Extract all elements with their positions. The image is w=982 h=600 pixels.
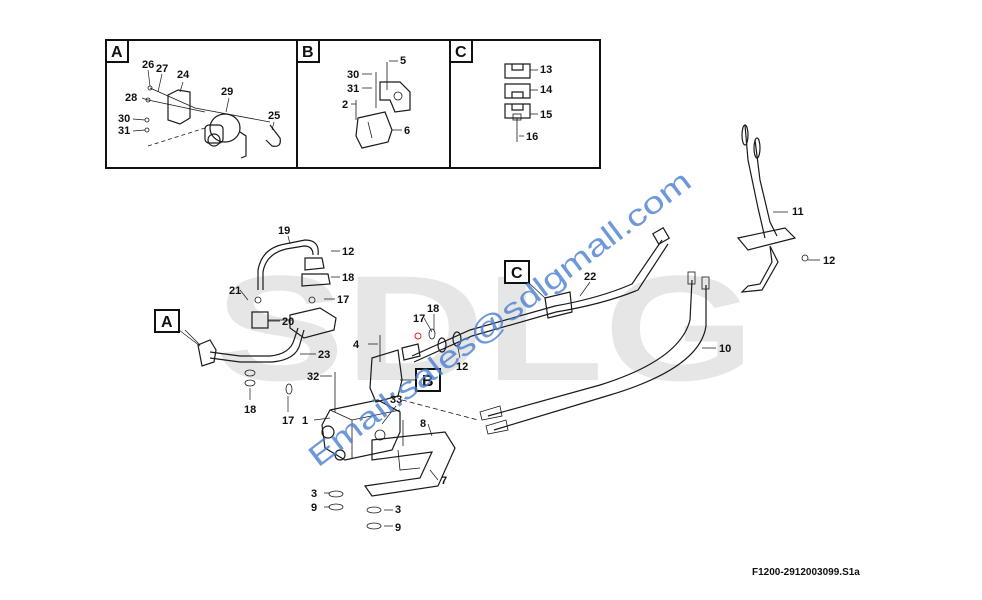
label-30b: 30 <box>347 69 359 81</box>
label-14: 14 <box>540 84 553 96</box>
label-30: 30 <box>118 113 130 125</box>
label-5: 5 <box>400 55 406 67</box>
main-assembly <box>184 124 809 530</box>
label-21: 21 <box>229 285 241 297</box>
svg-text:B: B <box>422 373 434 390</box>
detail-box-c-letter: C <box>455 44 467 61</box>
callout-c: C <box>504 260 530 284</box>
label-17b: 17 <box>282 415 294 427</box>
label-23: 23 <box>318 349 330 361</box>
label-12c: 12 <box>823 255 835 267</box>
label-11: 11 <box>792 206 804 218</box>
label-27: 27 <box>156 63 168 75</box>
leader-lines <box>178 211 820 527</box>
label-10: 10 <box>719 343 731 355</box>
detail-box-a-letter: A <box>111 44 123 61</box>
detail-box-b-letter: B <box>302 44 314 61</box>
label-15: 15 <box>540 109 552 121</box>
label-31: 31 <box>118 125 130 137</box>
label-29: 29 <box>221 86 233 98</box>
label-12a: 12 <box>342 246 354 258</box>
label-17a: 17 <box>337 294 349 306</box>
detail-box-c: C 13 14 15 16 <box>449 39 553 143</box>
figure-code: F1200-2912003099.S1a <box>752 567 860 578</box>
label-18c: 18 <box>427 303 439 315</box>
label-18b: 18 <box>244 404 256 416</box>
label-18a: 18 <box>342 272 354 284</box>
label-2: 2 <box>342 99 348 111</box>
label-33: 33 <box>390 394 402 406</box>
detail-box-b: B 5 30 31 2 6 <box>296 39 411 149</box>
svg-text:A: A <box>161 314 173 331</box>
highlight-marker <box>414 332 422 340</box>
label-20: 20 <box>282 316 294 328</box>
label-9b: 9 <box>395 522 401 534</box>
svg-text:C: C <box>511 265 523 282</box>
label-9a: 9 <box>311 502 317 514</box>
label-7: 7 <box>441 475 447 487</box>
label-8: 8 <box>420 418 426 430</box>
label-4: 4 <box>353 339 360 351</box>
label-19: 19 <box>278 225 290 237</box>
label-13: 13 <box>540 64 552 76</box>
callout-a: A <box>154 309 180 333</box>
label-16: 16 <box>526 131 538 143</box>
label-3b: 3 <box>395 504 401 516</box>
detail-box-a: A 26 27 24 28 29 30 31 25 <box>105 39 281 159</box>
label-6: 6 <box>404 125 410 137</box>
label-24: 24 <box>177 69 190 81</box>
label-3a: 3 <box>311 488 317 500</box>
brand-watermark: SDLG <box>215 244 755 412</box>
label-32: 32 <box>307 371 319 383</box>
label-28: 28 <box>125 92 137 104</box>
detail-panel: A 26 27 24 28 29 30 31 25 <box>105 39 601 169</box>
part-labels: 19 12 18 17 21 20 23 32 18 17 1 33 4 18 … <box>229 206 835 534</box>
label-26: 26 <box>142 59 154 71</box>
label-31b: 31 <box>347 83 359 95</box>
label-12b: 12 <box>456 361 468 373</box>
label-25: 25 <box>268 110 280 122</box>
label-1: 1 <box>302 415 308 427</box>
label-17c: 17 <box>413 313 425 325</box>
label-22: 22 <box>584 271 596 283</box>
